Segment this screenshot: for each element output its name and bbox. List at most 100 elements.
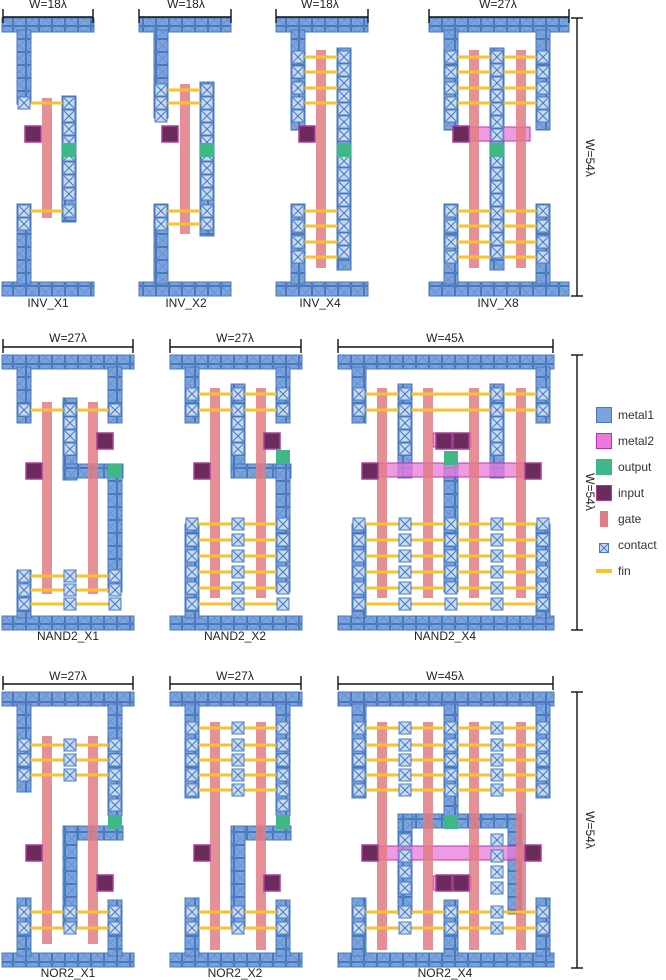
contact-cross [338, 103, 350, 115]
contact-cross [491, 754, 503, 766]
contact-cross [277, 906, 289, 918]
contact-cross [537, 518, 549, 530]
contact-cross [537, 550, 549, 562]
contact-cross [63, 123, 75, 135]
contact-cross [537, 922, 549, 934]
contact-cross [491, 550, 503, 562]
contact-cross [186, 722, 198, 734]
contact-cross [399, 784, 411, 796]
contact-cross [64, 906, 76, 918]
width-label-inv-x2: W=18λ [167, 0, 205, 11]
output-pin [108, 815, 122, 829]
gate [423, 722, 433, 950]
legend-item-metal1: metal1 [596, 402, 666, 428]
contact-cross [186, 582, 198, 594]
contact-cross [353, 784, 365, 796]
contact-cross [18, 404, 30, 416]
contact-cross [18, 205, 30, 217]
contact-cross [63, 205, 75, 217]
contact-cross [201, 218, 213, 230]
contact-cross [338, 233, 350, 245]
input-pin [524, 462, 542, 480]
contact-cross [537, 769, 549, 781]
output-pin [108, 464, 122, 478]
output-swatch-icon [596, 459, 612, 475]
input-pin [161, 125, 179, 143]
contact-cross [277, 404, 289, 416]
x-box-icon [599, 540, 609, 553]
contact-cross [399, 922, 411, 934]
gate-swatch-icon [600, 511, 608, 527]
contact-cross [64, 570, 76, 582]
contact-cross [109, 906, 121, 918]
contact-cross [277, 922, 289, 934]
legend-item-input: input [596, 480, 666, 506]
legend-label: input [618, 486, 645, 500]
contact-cross [64, 739, 76, 751]
legend-label: metal2 [618, 434, 655, 448]
contact-cross [537, 598, 549, 610]
contact-cross [491, 784, 503, 796]
contact-cross [399, 882, 411, 894]
contact-cross [353, 769, 365, 781]
legend-label: output [618, 460, 652, 474]
metal1-segment [1, 952, 135, 968]
contact-cross [338, 207, 350, 219]
metal1-segment [1, 17, 95, 33]
contact-cross [232, 518, 244, 530]
height-label-row-1: W=54λ [583, 139, 597, 177]
contact-cross [338, 90, 350, 102]
contact-cross [491, 598, 503, 610]
fin [161, 222, 207, 226]
metal1-segment [1, 354, 135, 370]
gate [377, 388, 387, 598]
contact-cross [445, 51, 457, 63]
contact-cross [109, 570, 121, 582]
contact-cross [353, 582, 365, 594]
contact-cross [232, 566, 244, 578]
contact-cross [491, 51, 503, 63]
contact-cross [445, 784, 457, 796]
contact-cross [186, 739, 198, 751]
contact-cross [491, 129, 503, 141]
contact-cross [155, 110, 167, 122]
output-pin [200, 143, 214, 157]
input-pin [452, 874, 470, 892]
contact-cross [537, 534, 549, 546]
contact-cross [338, 77, 350, 89]
input-pin [263, 432, 281, 450]
contact-cross [399, 534, 411, 546]
contact-cross [399, 518, 411, 530]
contact-cross [155, 205, 167, 217]
contact-cross [445, 251, 457, 263]
contact-cross [537, 582, 549, 594]
contact-cross [491, 417, 503, 429]
gate [88, 736, 98, 944]
cell-label-inv-x4: INV_X4 [299, 296, 341, 310]
gate [210, 722, 220, 950]
gate [316, 50, 326, 268]
contact-cross [109, 598, 121, 610]
contact-cross [232, 906, 244, 918]
contact-cross [399, 906, 411, 918]
contact-cross [399, 834, 411, 846]
contact-cross [353, 922, 365, 934]
width-label-nor2-x1: W=27λ [49, 669, 87, 683]
fin [298, 224, 344, 228]
contact-cross [232, 769, 244, 781]
contact-cross [445, 550, 457, 562]
contact-cross [537, 51, 549, 63]
contact-cross [338, 155, 350, 167]
contact-cross [186, 784, 198, 796]
input-pin [452, 125, 470, 143]
cell-label-inv-x2: INV_X2 [165, 296, 207, 310]
output-pin [444, 815, 458, 829]
contact-cross [64, 430, 76, 442]
height-label-row-2: W=54λ [583, 473, 597, 511]
contact-cross [18, 754, 30, 766]
contact-cross [399, 850, 411, 862]
fin [298, 70, 344, 74]
metal1-segment [169, 354, 303, 370]
gate [423, 388, 433, 598]
contact-cross [277, 784, 289, 796]
